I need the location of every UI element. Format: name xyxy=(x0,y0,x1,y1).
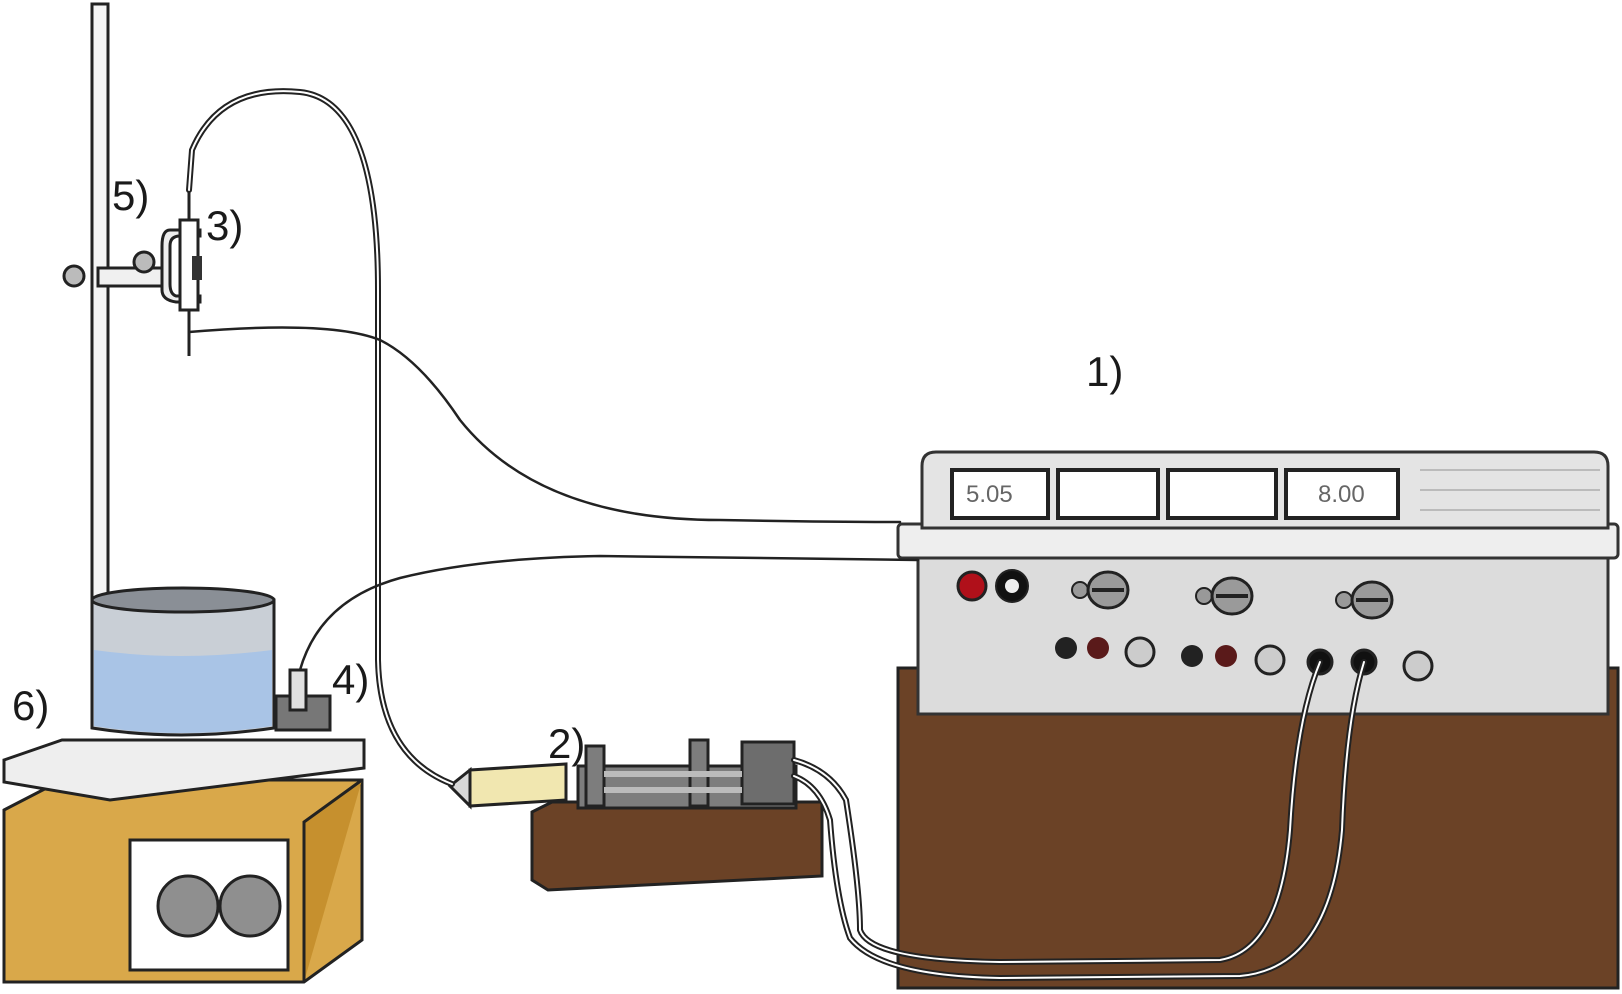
connections xyxy=(186,88,1367,982)
hv-wire-needle xyxy=(187,326,902,524)
jack-grey-3 xyxy=(1402,650,1434,682)
label-clamp: 5) xyxy=(112,172,149,219)
meter-window-2 xyxy=(1056,468,1160,520)
stand-rod xyxy=(90,2,110,614)
beaker-liquid xyxy=(94,650,272,733)
jack-grey-1 xyxy=(1124,636,1156,668)
collector-clip xyxy=(274,668,332,732)
jack-red-1 xyxy=(1087,637,1109,659)
beaker xyxy=(90,586,276,737)
meter-window-1 xyxy=(950,468,1050,520)
syringe-pump xyxy=(447,738,824,892)
jack-red-2 xyxy=(1215,645,1237,667)
power-supply: 5.05 8.00 xyxy=(896,450,1620,990)
syringe-pump-wood-base xyxy=(530,800,824,892)
meter-display-right: 8.00 xyxy=(1318,481,1365,508)
stirrer-plate xyxy=(2,738,366,802)
ground-wire-collector xyxy=(298,554,920,672)
clamp-screw xyxy=(62,264,86,288)
dial-knob-3 xyxy=(1335,580,1394,620)
power-supply-front-panel xyxy=(916,554,1610,716)
syringe-tip xyxy=(447,766,472,810)
label-collector-clip: 4) xyxy=(332,656,369,703)
power-indicator-red xyxy=(956,570,988,602)
meter-window-4 xyxy=(1284,468,1400,520)
stirrer-knob-left xyxy=(156,874,220,938)
label-needle: 3) xyxy=(206,202,243,249)
clamp-jaw xyxy=(160,228,202,304)
needle-clamp-assembly xyxy=(62,190,202,356)
retort-stand xyxy=(90,2,110,614)
meter-display-left: 5.05 xyxy=(966,481,1013,508)
label-power-supply: 1) xyxy=(1086,348,1123,395)
dial-knob-2 xyxy=(1195,576,1254,616)
stirrer-knob-right xyxy=(218,874,282,938)
jack-grey-2 xyxy=(1254,644,1286,676)
label-syringe-pump: 2) xyxy=(548,720,585,767)
label-stirrer: 6) xyxy=(12,682,49,729)
dial-knob-1 xyxy=(1071,570,1130,610)
magnetic-stirrer xyxy=(2,738,366,984)
syringe-barrel xyxy=(468,762,568,808)
clamp-arm xyxy=(96,266,170,288)
jack-black-2 xyxy=(1181,645,1203,667)
jack-black-1 xyxy=(1055,637,1077,659)
meter-window-3 xyxy=(1166,468,1278,520)
